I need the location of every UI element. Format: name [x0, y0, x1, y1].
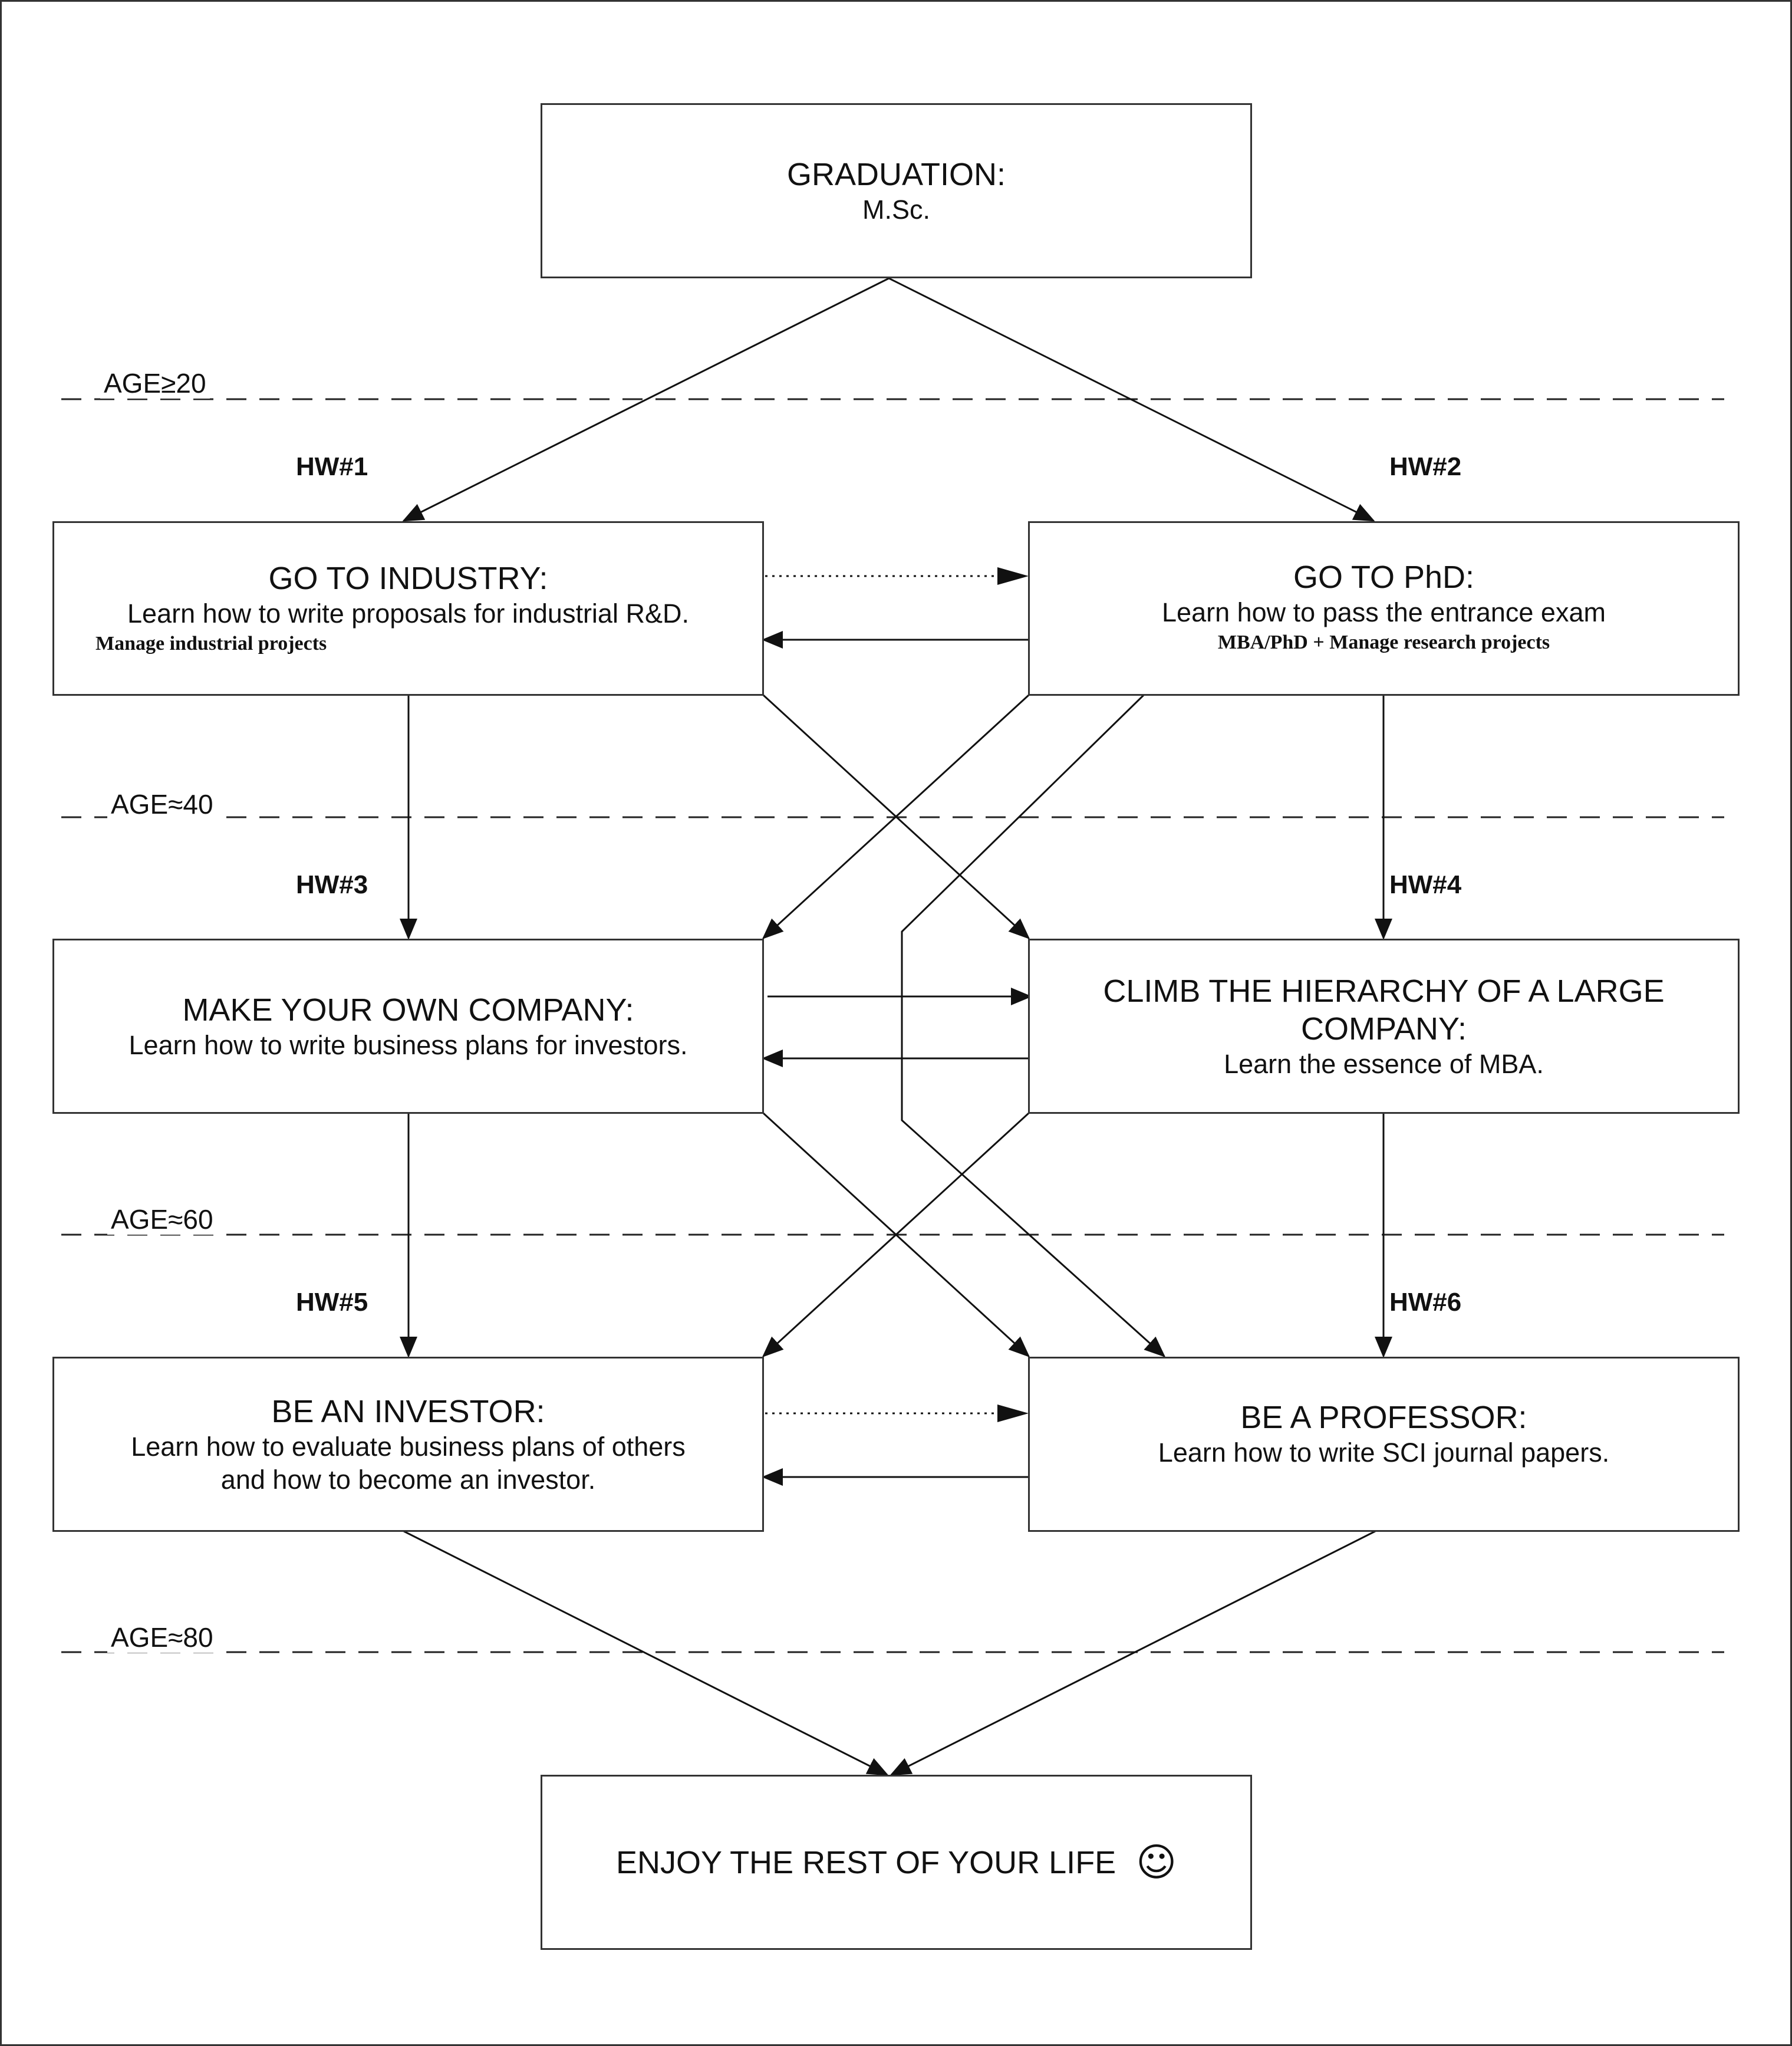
arrow-hierarchy-to-investor	[762, 1112, 1030, 1358]
arrow-graduation-to-industry	[402, 277, 890, 522]
professor-subtitle: Learn how to write SCI journal papers.	[1158, 1438, 1610, 1468]
hw-label-1: HW#1	[296, 452, 368, 481]
arrow-phd-to-professor	[901, 694, 1166, 1358]
hierarchy-box: CLIMB THE HIERARCHY OF A LARGE COMPANY: …	[1028, 939, 1740, 1114]
company-subtitle: Learn how to write business plans for in…	[129, 1029, 688, 1060]
phd-box: GO TO PhD: Learn how to pass the entranc…	[1028, 521, 1740, 696]
arrow-graduation-to-phd	[888, 277, 1375, 522]
investor-title: BE AN INVESTOR:	[271, 1393, 545, 1429]
hierarchy-subtitle: Learn the essence of MBA.	[1224, 1048, 1544, 1079]
age-label-60: AGE≈60	[107, 1204, 217, 1235]
industry-subtitle: Learn how to write proposals for industr…	[127, 598, 689, 629]
hw-label-4: HW#4	[1389, 870, 1462, 899]
enjoy-box: ENJOY THE REST OF YOUR LIFE ☺	[541, 1775, 1252, 1950]
dotted-arrow-industry-to-phd-head	[997, 567, 1029, 585]
graduation-title: GRADUATION:	[786, 156, 1006, 192]
dotted-arrow-investor-to-professor-head	[997, 1404, 1029, 1422]
arrow-phd-to-company	[762, 694, 1030, 940]
phd-title: GO TO PhD:	[1293, 560, 1475, 595]
hw-label-2: HW#2	[1389, 452, 1462, 481]
hierarchy-title-line1: CLIMB THE HIERARCHY OF A LARGE	[1103, 973, 1665, 1009]
professor-title: BE A PROFESSOR:	[1240, 1400, 1527, 1435]
age-label-40: AGE≈40	[107, 789, 217, 820]
hierarchy-title-line2: COMPANY:	[1300, 1011, 1467, 1047]
enjoy-title: ENJOY THE REST OF YOUR LIFE	[615, 1844, 1116, 1880]
company-box: MAKE YOUR OWN COMPANY: Learn how to writ…	[52, 939, 764, 1114]
company-title: MAKE YOUR OWN COMPANY:	[182, 992, 634, 1028]
age-label-20: AGE≥20	[100, 368, 210, 399]
arrow-professor-to-enjoy	[890, 1530, 1376, 1776]
investor-subtitle-line2: and how to become an investor.	[220, 1464, 596, 1495]
arrow-investor-to-enjoy	[403, 1530, 889, 1776]
investor-box: BE AN INVESTOR: Learn how to evaluate bu…	[52, 1357, 764, 1532]
hw-label-5: HW#5	[296, 1288, 368, 1317]
industry-note: Manage industrial projects	[95, 633, 327, 654]
graduation-degree: M.Sc.	[862, 194, 930, 225]
phd-subtitle: Learn how to pass the entrance exam	[1162, 597, 1606, 627]
smiley-icon: ☺	[1136, 1839, 1177, 1885]
graduation-box: GRADUATION: M.Sc.	[541, 103, 1252, 278]
investor-subtitle-line1: Learn how to evaluate business plans of …	[131, 1431, 686, 1462]
hw-label-3: HW#3	[296, 870, 368, 899]
professor-box: BE A PROFESSOR: Learn how to write SCI j…	[1028, 1357, 1740, 1532]
hw-label-6: HW#6	[1389, 1288, 1462, 1317]
industry-box: GO TO INDUSTRY: Learn how to write propo…	[52, 521, 764, 696]
industry-title: GO TO INDUSTRY:	[268, 561, 548, 596]
age-label-80: AGE≈80	[107, 1622, 217, 1653]
phd-note: MBA/PhD + Manage research projects	[1217, 631, 1550, 653]
